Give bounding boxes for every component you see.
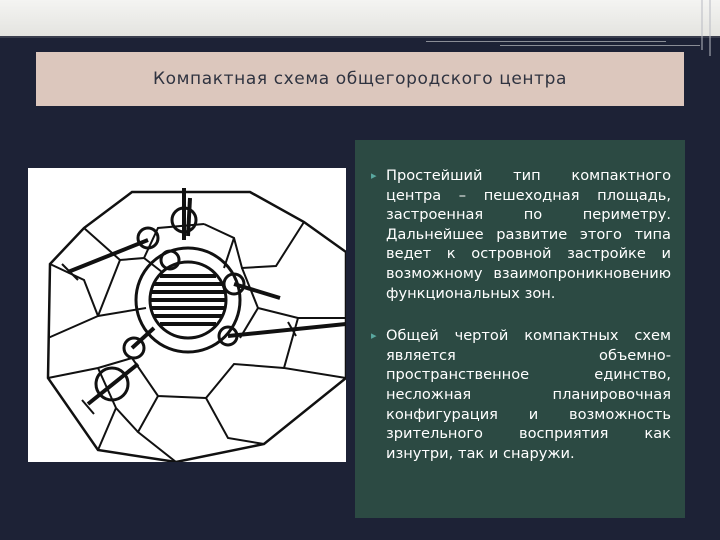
- outer-boundary-line: [46, 190, 346, 462]
- central-square-ring: [134, 246, 242, 354]
- triangle-bullet-icon: ▸: [371, 329, 377, 343]
- text-panel: ▸ Простейший тип компактного центра – пе…: [355, 140, 685, 518]
- node-circle: [94, 366, 130, 402]
- node-circle: [159, 249, 181, 271]
- top-accent-line: [426, 41, 666, 42]
- bullet-text: Простейший тип компактного центра – пеше…: [386, 167, 671, 302]
- node-circle: [122, 336, 146, 360]
- node-circle: [222, 272, 246, 296]
- top-decor-band: [0, 0, 720, 36]
- node-circle: [136, 226, 160, 250]
- triangle-bullet-icon: ▸: [371, 169, 377, 182]
- bullet-item: ▸ Простейший тип компактного центра – пе…: [371, 166, 671, 303]
- title-bar: Компактная схема общегородского центра: [36, 52, 684, 106]
- city-center-scheme: [28, 168, 346, 462]
- top-accent-line: [500, 45, 700, 46]
- slide-title: Компактная схема общегородского центра: [152, 69, 568, 89]
- bullet-item: ▸ Общей чертой компактных схем является …: [371, 326, 671, 463]
- bullet-text: Общей чертой компактных схем является об…: [386, 327, 671, 462]
- corner-decor-lines: [701, 0, 711, 56]
- compact-center-diagram: [46, 188, 346, 462]
- top-divider-line: [0, 36, 720, 38]
